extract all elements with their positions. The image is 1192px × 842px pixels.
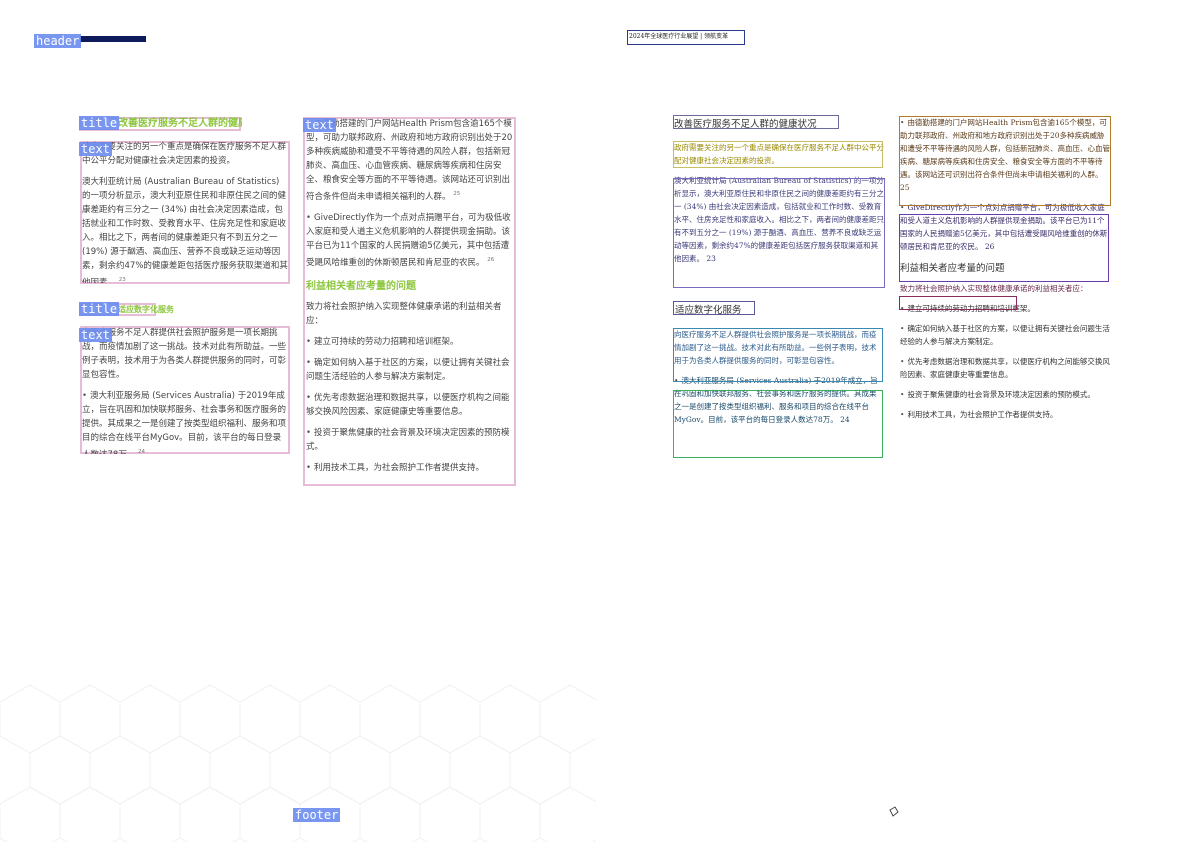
abs-text: 澳大利亚统计局 (Australian Bureau of Statistics… <box>82 177 288 283</box>
text-label-1: text <box>79 142 112 156</box>
text-label-2: text <box>79 328 112 342</box>
section-title-digital: 适应数字化服务 <box>118 305 174 314</box>
col1-block-2: 向医疗服务不足人群提供社会照护服务是一项长期挑战，而疫情加剧了这一挑战。技术对此… <box>82 326 288 454</box>
rp-item-3: 优先考虑数据治理和数据共享，以便医疗机构之间能够交换风险因素、家庭健康史等重要信… <box>900 355 1110 381</box>
rp-title-health-box <box>673 115 839 129</box>
rp-gd-text: GiveDirectly作为一个点对点捐赠平台，可为极低收入家庭和受人道主义危机… <box>900 203 1108 251</box>
section-title-health: 改善医疗服务不足人群的健康状况 <box>118 118 242 129</box>
rp-fn-26: 26 <box>984 242 995 251</box>
stakeholder-item-3: 优先考虑数据治理和数据共享，以便医疗机构之间能够交换风险因素、家庭健康史等重要信… <box>306 391 514 419</box>
cursor-icon <box>889 806 899 817</box>
header-bar <box>80 36 146 42</box>
rp-stake-title: 利益相关者应考量的问题 <box>900 263 1005 274</box>
left-page: header 改善医疗服务不足人群的健康状况 title 政府需要关注的另一个重… <box>0 0 596 842</box>
title-label-1: title <box>79 116 120 130</box>
stakeholder-item-1: 建立可持续的劳动力招聘和培训框架。 <box>306 335 514 349</box>
rp-title-health: 改善医疗服务不足人群的健康状况 <box>674 119 817 130</box>
rp-col2-block: 由德勤搭建的门户网站Health Prism包含逾165个模型，可助力联邦政府、… <box>900 116 1110 486</box>
rp-item-1: 建立可持续的劳动力招聘和培训框架。 <box>900 302 1110 315</box>
footnote-24: 24 <box>138 449 146 454</box>
footnote-23: 23 <box>118 277 126 283</box>
hexagon-pattern-decoration <box>0 684 596 842</box>
rp-services-box <box>673 390 883 458</box>
footnote-25: 25 <box>453 191 461 197</box>
gd-text: GiveDirectly作为一个点对点捐赠平台，可为极低收入家庭和受人道主义危机… <box>306 212 511 268</box>
rp-gd-box <box>899 214 1109 282</box>
rp-col1-block-2: 向医疗服务不足人群提供社会照护服务是一项长期挑战，而疫情加剧了这一挑战。技术对此… <box>674 328 882 458</box>
col2-block: 由德勤搭建的门户网站Health Prism包含逾165个模型，可助力联邦政府、… <box>306 117 514 483</box>
running-title: 2024年全球医疗行业展望 | 领航变革 <box>629 33 729 40</box>
prism-text: 由德勤搭建的门户网站Health Prism包含逾165个模型，可助力联邦政府、… <box>306 119 513 202</box>
digital-paragraph: 向医疗服务不足人群提供社会照护服务是一项长期挑战，而疫情加剧了这一挑战。技术对此… <box>82 328 287 380</box>
rp-item-5: 利用技术工具，为社会照护工作者提供支持。 <box>900 408 1110 421</box>
services-text: 澳大利亚服务局 (Services Australia) 于2019年成立，旨在… <box>82 391 287 454</box>
text-box-1 <box>80 141 290 284</box>
rp-prism: 由德勤搭建的门户网站Health Prism包含逾165个模型，可助力联邦政府、… <box>900 116 1110 194</box>
stakeholder-title: 利益相关者应考量的问题 <box>306 280 416 292</box>
rp-title-digital: 适应数字化服务 <box>675 305 742 316</box>
header-label: header <box>34 34 82 48</box>
col1-block-1: 政府需要关注的另一个重点是确保在医疗服务不足人群中公平分配对健康社会决定因素的投… <box>82 140 288 283</box>
rp-digital-box <box>673 328 883 382</box>
gd-paragraph: GiveDirectly作为一个点对点捐赠平台，可为极低收入家庭和受人道主义危机… <box>306 211 514 270</box>
rp-fn-25: 25 <box>900 183 910 192</box>
stakeholder-intro: 致力将社会照护纳入实现整体健康承诺的利益相关者应： <box>306 301 502 326</box>
rp-item-2: 确定如何纳入基于社区的方案，以便让拥有关键社会问题生活经验的人参与解决方案制定。 <box>900 322 1110 348</box>
rp-prism-text: 由德勤搭建的门户网站Health Prism包含逾165个模型，可助力联邦政府、… <box>900 118 1110 179</box>
rp-fn-24: 24 <box>840 415 850 424</box>
rp-title-digital-box <box>673 301 755 315</box>
footer-label: footer <box>293 808 341 822</box>
footnote-26: 26 <box>487 256 495 263</box>
rp-col1-block: 政府需要关注的另一个重点是确保在医疗服务不足人群中公平分配对健康社会决定因素的投… <box>674 141 884 289</box>
rp-services: 澳大利亚服务局 (Services Australia) 于2019年成立，旨在… <box>674 374 882 426</box>
rp-stake-intro: 致力将社会照护纳入实现整体健康承诺的利益相关者应： <box>900 284 1088 293</box>
prism-paragraph: 由德勤搭建的门户网站Health Prism包含逾165个模型，可助力联邦政府、… <box>306 117 514 204</box>
services-paragraph: 澳大利亚服务局 (Services Australia) 于2019年成立，旨在… <box>82 389 288 454</box>
rp-prism-box <box>899 116 1111 206</box>
rp-abs: 澳大利亚统计局 (Australian Bureau of Statistics… <box>674 174 884 265</box>
rp-stake-title-box <box>899 296 1017 310</box>
rp-gd: GiveDirectly作为一个点对点捐赠平台，可为极低收入家庭和受人道主义危机… <box>900 201 1110 253</box>
title-label-2: title <box>79 302 120 316</box>
rp-intro: 政府需要关注的另一个重点是确保在医疗服务不足人群中公平分配对健康社会决定因素的投… <box>674 143 884 165</box>
rp-services-text: 澳大利亚服务局 (Services Australia) 于2019年成立，旨在… <box>674 376 878 424</box>
abs-paragraph: 澳大利亚统计局 (Australian Bureau of Statistics… <box>82 175 288 283</box>
running-title-box <box>627 30 745 45</box>
rp-intro-box <box>673 141 883 168</box>
rp-abs-box <box>673 178 885 288</box>
stakeholder-item-4: 投资于聚焦健康的社会背景及环境决定因素的预防模式。 <box>306 426 514 454</box>
stakeholder-item-5: 利用技术工具，为社会照护工作者提供支持。 <box>306 461 514 475</box>
rp-item-4: 投资于聚焦健康的社会背景及环境决定因素的预防模式。 <box>900 388 1110 401</box>
stakeholder-item-2: 确定如何纳入基于社区的方案，以便让拥有关键社会问题生活经验的人参与解决方案制定。 <box>306 356 514 384</box>
right-page: 2024年全球医疗行业展望 | 领航变革 改善医疗服务不足人群的健康状况 政府需… <box>596 0 1192 842</box>
text-label-3: text <box>303 118 336 132</box>
rp-fn-23: 23 <box>706 254 716 263</box>
intro-paragraph: 政府需要关注的另一个重点是确保在医疗服务不足人群中公平分配对健康社会决定因素的投… <box>82 142 287 166</box>
rp-abs-text: 澳大利亚统计局 (Australian Bureau of Statistics… <box>674 176 884 263</box>
rp-digital: 向医疗服务不足人群提供社会照护服务是一项长期挑战，而疫情加剧了这一挑战。技术对此… <box>674 330 877 365</box>
